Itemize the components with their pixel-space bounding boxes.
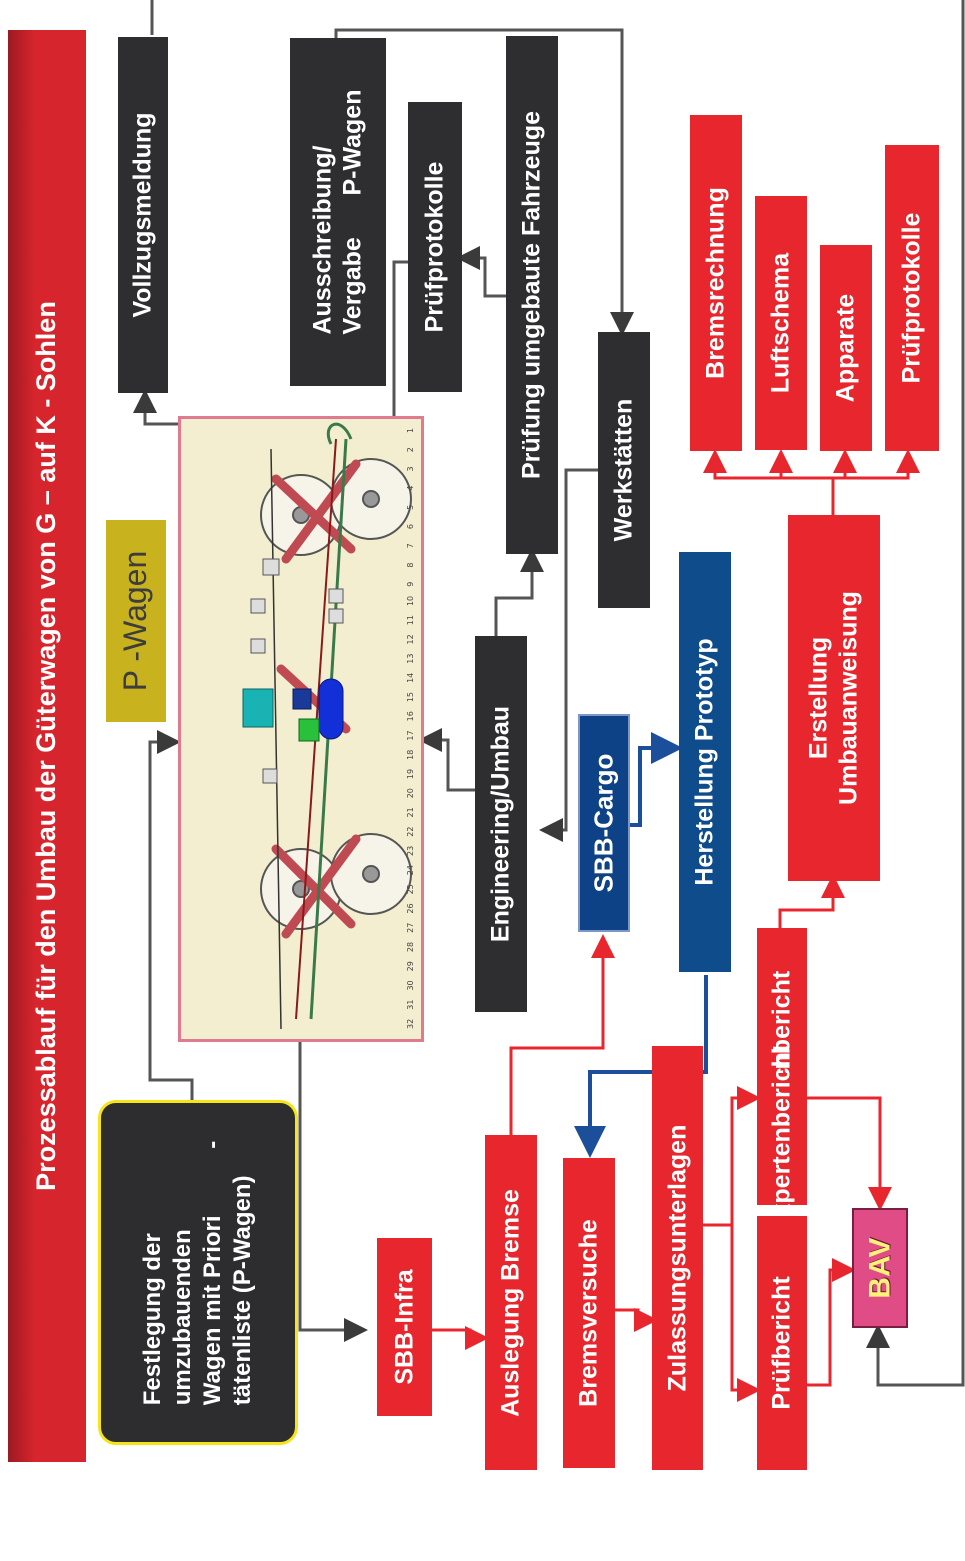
connector-werkstaetten-pruefung <box>539 468 598 842</box>
luftschema-box: Luftschema <box>755 196 807 450</box>
sbb-infra-box: SBB-Infra <box>377 1238 432 1416</box>
p-wagen-label: P -Wagen <box>106 520 166 722</box>
connector-scroll-drawing <box>148 730 194 1130</box>
part-number-label: 15 <box>406 692 415 702</box>
part-number-label: 14 <box>406 673 415 683</box>
part-number-label: 9 <box>406 582 415 587</box>
connector-prototyp-bremsversuche <box>574 975 708 1158</box>
connector-zulassung-expertenbericht <box>703 1086 761 1227</box>
part-number-label: 19 <box>406 769 415 779</box>
pruefprotokolle-right-box: Prüfprotokolle <box>885 145 939 451</box>
part-number-label: 4 <box>406 486 415 491</box>
title-bar: Prozessablauf für den Umbau der Güterwag… <box>8 30 86 1462</box>
bav-box: BAV <box>852 1208 908 1328</box>
part-number-label: 8 <box>406 562 415 567</box>
air-reservoir-icon <box>318 678 344 740</box>
part-number-label: 31 <box>406 1000 415 1010</box>
part-number-label: 32 <box>406 1019 415 1029</box>
connector-expertenbericht-erstellung <box>757 874 845 932</box>
part-number-label: 23 <box>406 846 415 856</box>
pruefprotokolle-top-box: Prüfprotokolle <box>408 102 462 392</box>
connector-zulassung-pruefbericht <box>703 1223 761 1402</box>
load-valve-icon <box>292 688 312 710</box>
connector-auslegung-cargo <box>509 934 615 1135</box>
part-number-label: 7 <box>406 543 415 548</box>
priority-list-text: Festlegung der umzubauenden Wagen mit Pr… <box>139 1140 256 1405</box>
vollzugsmeldung-box: Vollzugsmeldung <box>118 37 168 393</box>
part-number-label: 30 <box>406 980 415 990</box>
page-title: Prozessablauf für den Umbau der Güterwag… <box>31 301 62 1191</box>
p-wagen-text: P -Wagen <box>117 550 154 692</box>
part-number-label: 5 <box>406 505 415 510</box>
connector-erstellung-outputs <box>713 455 910 515</box>
part-number-label: 1 <box>406 428 415 433</box>
wagon-brake-illustration: 3231302928272625242322212019181716151413… <box>242 422 415 1030</box>
connector-expertenbericht-bav <box>806 1096 892 1211</box>
part-number-label: 27 <box>406 923 415 933</box>
erstellung-umbauanweisung-box: Erstellung Umbauanweisung <box>788 515 880 881</box>
part-number-label: 24 <box>406 865 415 875</box>
apparate-box: Apparate <box>820 245 872 451</box>
ausschreibung-box: Ausschreibung/ Vergabe P-Wagen <box>290 38 386 386</box>
bremsversuche-box: Bremsversuche <box>563 1158 615 1468</box>
part-number-label: 26 <box>406 903 415 913</box>
part-number-label: 18 <box>406 750 415 760</box>
expertenbericht-bottom-box: Expertenbericht <box>757 1044 807 1234</box>
bremsrechnung-box: Bremsrechnung <box>690 115 742 451</box>
engineering-box: Engineering/Umbau <box>475 636 527 1012</box>
part-number-label: 13 <box>406 654 415 664</box>
pruefung-fahrzeuge-box: Prüfung umgebaute Fahrzeuge <box>506 36 558 554</box>
connector-pruefung-pruefprotokolle <box>456 246 506 298</box>
connector-bremsversuche-zulassung <box>615 1308 658 1332</box>
connector-engineering-pruefung <box>494 548 544 636</box>
connector-sbbinfra-auslegung <box>432 1326 489 1350</box>
wheel-icon <box>260 458 412 930</box>
part-number-label: 20 <box>406 788 415 798</box>
priority-list-scroll: Festlegung der umzubauenden Wagen mit Pr… <box>98 1100 298 1445</box>
part-number-label: 11 <box>406 615 415 625</box>
connector-drawing-sbbinfra <box>298 1042 368 1342</box>
connector-pruefbericht-bav <box>806 1258 856 1387</box>
part-number-label: 16 <box>406 711 415 721</box>
part-number-label: 22 <box>406 827 415 837</box>
relay-valve-icon <box>298 718 320 742</box>
sbb-cargo-box: SBB-Cargo <box>578 714 630 932</box>
part-number-label: 21 <box>406 807 415 817</box>
part-number-label: 25 <box>406 884 415 894</box>
pruefbericht-box: Prüfbericht <box>757 1216 807 1470</box>
part-number-label: 10 <box>406 596 415 606</box>
control-valve-icon <box>242 688 274 728</box>
part-number-label: 28 <box>406 942 415 952</box>
part-number-label: 17 <box>406 730 415 740</box>
part-number-label: 2 <box>406 447 415 452</box>
connector-engineering-drawing <box>418 728 475 792</box>
connector-ausschreibung-werkstaetten <box>334 28 634 336</box>
werkstaetten-box: Werkstätten <box>598 332 650 608</box>
part-number-label: 12 <box>406 634 415 644</box>
part-number-label: 6 <box>406 524 415 529</box>
auslegung-bremse-box: Auslegung Bremse <box>485 1135 537 1470</box>
connector-drawing-vollzug <box>133 389 178 426</box>
connector-right-bav <box>866 0 965 1387</box>
zulassungsunterlagen-box: Zulassungsunterlagen <box>652 1046 703 1470</box>
connector-drawing-pruefprotokolle <box>392 260 408 416</box>
part-number-label: 29 <box>406 961 415 971</box>
connector-cargo-prototyp <box>628 732 683 827</box>
part-number-label: 3 <box>406 466 415 471</box>
herstellung-prototyp-box: Herstellung Prototyp <box>679 552 731 972</box>
